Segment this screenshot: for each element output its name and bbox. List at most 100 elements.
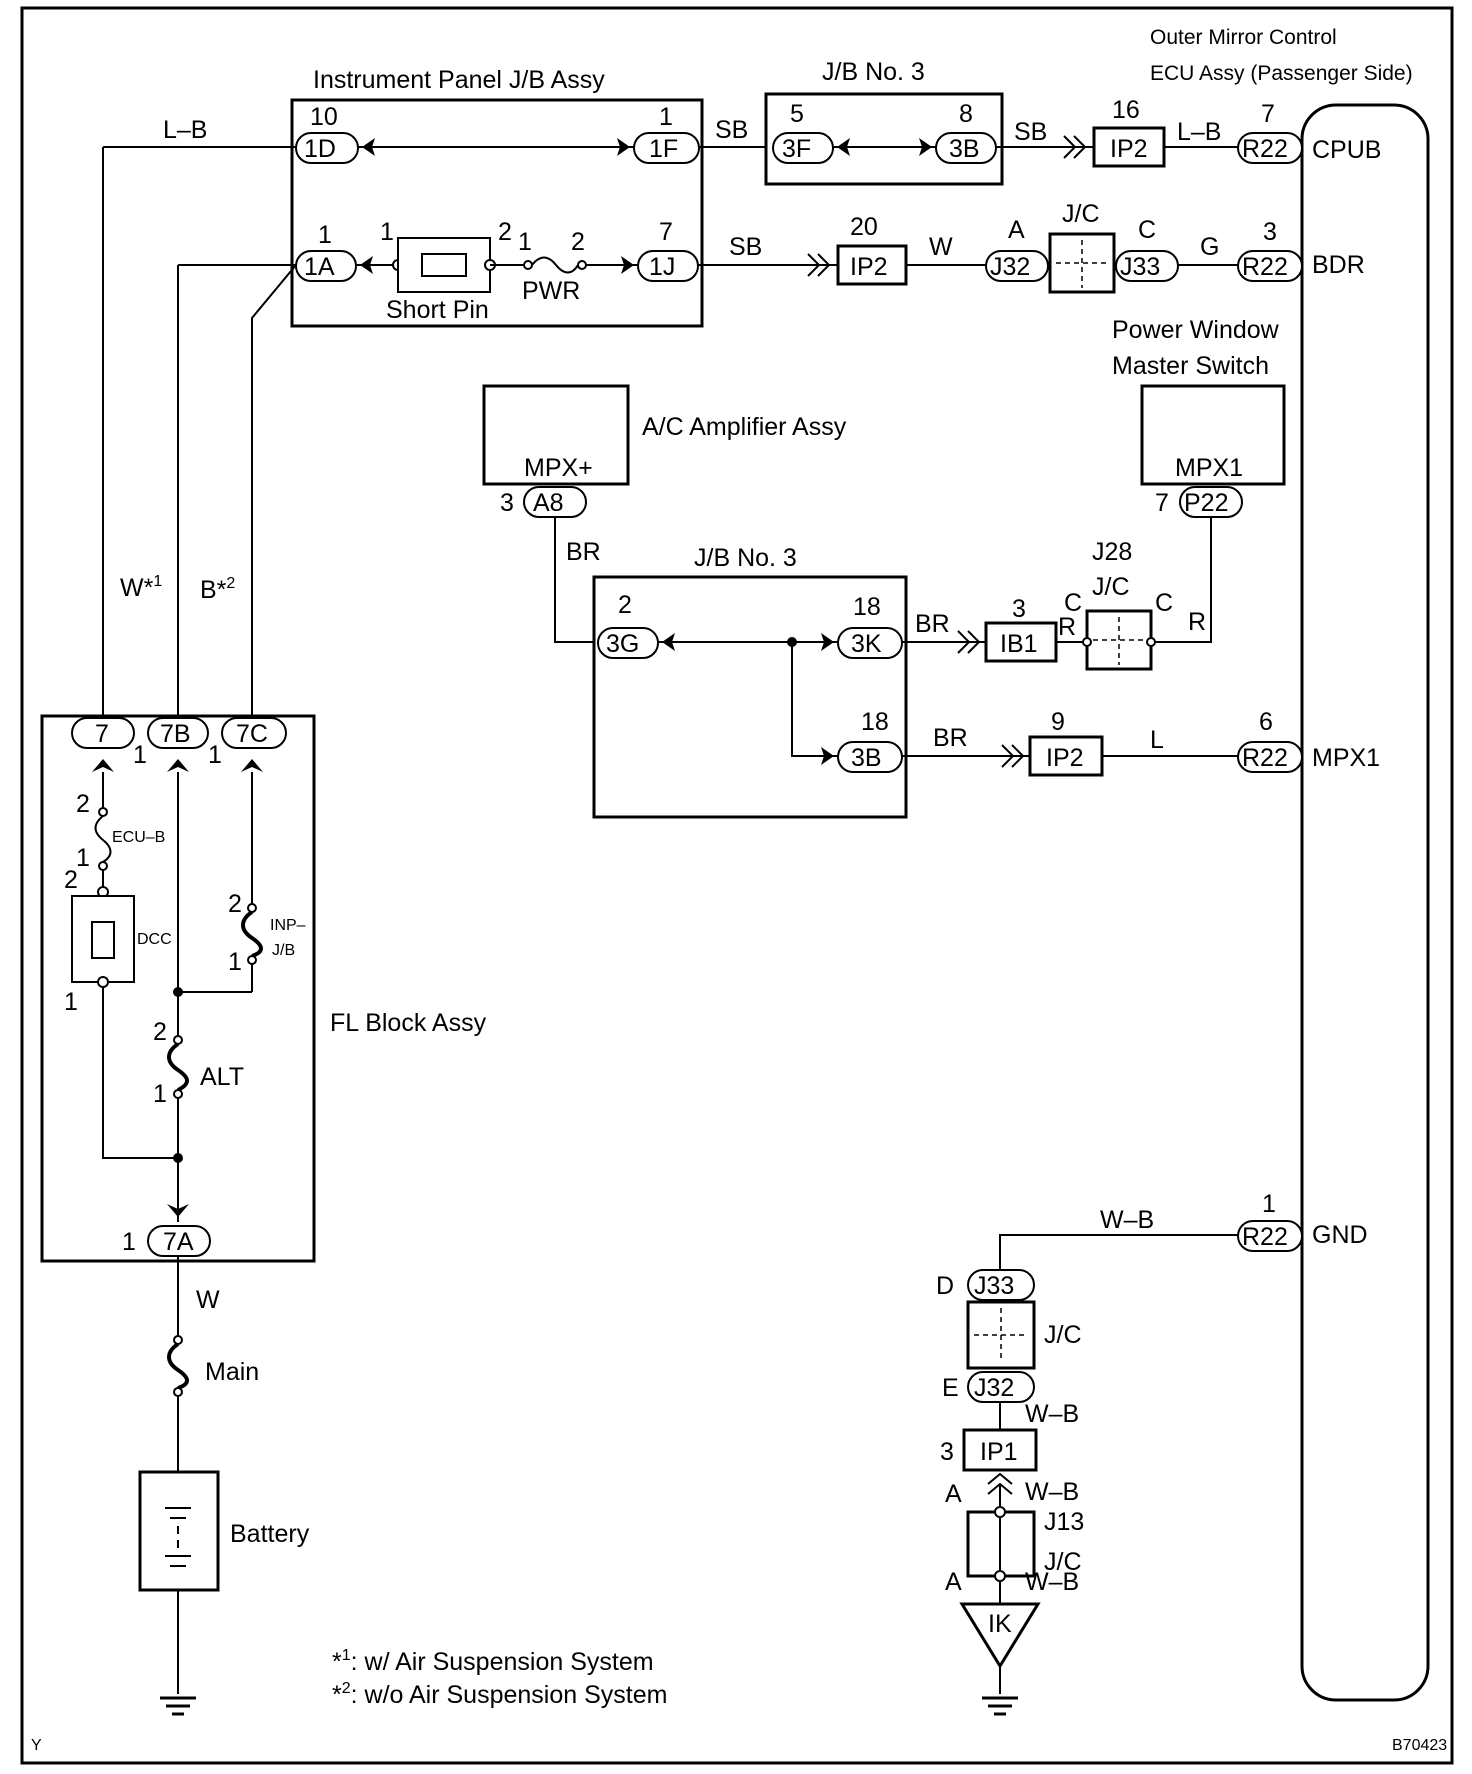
- ecub-fuse-label: ECU–B: [112, 829, 165, 846]
- pin-c2-j28: C: [1155, 589, 1173, 617]
- connector-r22-b: [1237, 250, 1303, 282]
- ground-icon-ik: [982, 1696, 1018, 1716]
- wire-color-br-2: BR: [915, 610, 950, 638]
- connector-7-label: 7: [95, 720, 109, 748]
- pin-8: 8: [959, 100, 973, 128]
- connector-j32-a-label: J32: [990, 253, 1030, 281]
- main-fuse-icon: [167, 1342, 189, 1390]
- pin-16: 16: [1112, 96, 1140, 124]
- inp-fuse-icon: [241, 910, 263, 958]
- connector-ib1-label: IB1: [1000, 630, 1038, 658]
- j13-label: J13: [1044, 1508, 1084, 1536]
- wire-color-br-1: BR: [566, 538, 601, 566]
- connector-r22-c-label: R22: [1242, 744, 1288, 772]
- connector-1a-label: 1A: [304, 253, 335, 281]
- arrow-1a: [360, 256, 373, 274]
- connector-3b-top-label: 3B: [949, 135, 980, 163]
- pin-6-r22: 6: [1259, 708, 1273, 736]
- pwr-fuse-label: PWR: [522, 277, 580, 305]
- arrow-1j: [621, 256, 634, 274]
- pin-2-dcc: 2: [64, 866, 78, 894]
- pin-5: 5: [790, 100, 804, 128]
- connector-chevron-3: [957, 630, 981, 654]
- ip-jb-title: Instrument Panel J/B Assy: [313, 66, 605, 94]
- wire-color-l-1: L: [1150, 726, 1164, 754]
- connector-ip2-c-label: IP2: [1046, 744, 1084, 772]
- ecu-box: [1300, 103, 1430, 1702]
- dcc-label: DCC: [137, 931, 172, 948]
- pin-1-ecub: 1: [76, 844, 90, 872]
- connector-ip2-c: [1028, 735, 1104, 777]
- pin-10: 10: [310, 103, 338, 131]
- inp-terminal-2: [247, 903, 257, 913]
- pin-d-j33: D: [936, 1272, 954, 1300]
- connector-7c: [221, 717, 287, 749]
- pin-2-inp: 2: [228, 890, 242, 918]
- connector-chevron-2: [807, 253, 831, 277]
- connector-r22-b-label: R22: [1242, 253, 1288, 281]
- ecub-fuse-icon: [94, 815, 112, 863]
- pin-e-j32: E: [942, 1374, 959, 1402]
- wire-color-wb-1: W–B: [1100, 1206, 1154, 1234]
- short-pin-inner: [421, 253, 467, 277]
- ecu-title-1: Outer Mirror Control: [1150, 26, 1337, 49]
- jb3-mid-box: [592, 575, 908, 819]
- dcc-terminal-1: [97, 976, 109, 988]
- inp-fuse-label: INP–: [270, 917, 306, 934]
- connector-r22-d-label: R22: [1242, 1223, 1288, 1251]
- connector-7b: [147, 717, 209, 749]
- main-fuse-label: Main: [205, 1358, 259, 1386]
- jc-mid-label: J/C: [1092, 573, 1130, 601]
- ecu-terminal-cpub: CPUB: [1312, 136, 1381, 164]
- connector-j33-a-label: J33: [1120, 253, 1160, 281]
- pw-master-switch-box: [1140, 384, 1286, 486]
- wire-color-wb-2: W–B: [1025, 1400, 1079, 1428]
- diagram-frame: [20, 6, 1454, 1765]
- connector-7a-label: 7A: [163, 1228, 194, 1256]
- jc-top-label: J/C: [1062, 200, 1100, 228]
- pwr-fuse-terminal-2: [577, 260, 587, 270]
- ecu-terminal-bdr: BDR: [1312, 251, 1365, 279]
- connector-r22-d: [1237, 1220, 1303, 1252]
- ac-mpx-plus-label: MPX+: [524, 454, 593, 482]
- connector-ip2-a-label: IP2: [1110, 135, 1148, 163]
- pin-20: 20: [850, 213, 878, 241]
- main-terminal-1: [173, 1335, 183, 1345]
- connector-j33-b: [967, 1269, 1035, 1301]
- connector-chevron-4: [1001, 744, 1025, 768]
- pin-3-ib1: 3: [1012, 595, 1026, 623]
- wire-color-w-1: W: [929, 233, 953, 261]
- pin-2-pwr: 2: [571, 228, 585, 256]
- inp-terminal-1: [247, 955, 257, 965]
- connector-7: [71, 717, 135, 749]
- wire-color-lb-right: L–B: [1177, 118, 1221, 146]
- wire-color-sb-3: SB: [729, 233, 762, 261]
- ac-amp-title: A/C Amplifier Assy: [642, 413, 847, 441]
- short-pin-label: Short Pin: [386, 296, 489, 324]
- j28-label: J28: [1092, 538, 1132, 566]
- connector-ib1: [984, 621, 1058, 663]
- wire-color-w-star1: W*1: [120, 573, 162, 602]
- chevron-7b: [167, 759, 189, 772]
- chevron-7: [92, 759, 114, 772]
- footer-right: B70423: [1392, 1737, 1447, 1754]
- pin-1-7a: 1: [122, 1228, 136, 1256]
- pin-3-a8: 3: [500, 489, 514, 517]
- wire-color-r-1: R: [1188, 608, 1206, 636]
- ground-point-ik: [959, 1602, 1041, 1669]
- pin-3-ip1: 3: [940, 1438, 954, 1466]
- wire-color-g-1: G: [1200, 233, 1219, 261]
- connector-1d-label: 1D: [304, 135, 336, 163]
- note-2: *2: w/o Air Suspension System: [332, 1680, 667, 1709]
- pin-a-j32: A: [1008, 216, 1025, 244]
- j13-terminal-bottom: [994, 1570, 1006, 1582]
- arrow-3b-mid: [821, 747, 834, 765]
- arrow-3b-top: [919, 138, 932, 156]
- ip-jb-box: [290, 98, 704, 328]
- ac-amplifier-box: [482, 384, 630, 486]
- pin-a-j13-top: A: [945, 1480, 962, 1508]
- wire-color-sb-1: SB: [715, 116, 748, 144]
- connector-p22-label: P22: [1184, 489, 1228, 517]
- arrow-3f: [837, 138, 850, 156]
- pin-1-1f: 1: [659, 103, 673, 131]
